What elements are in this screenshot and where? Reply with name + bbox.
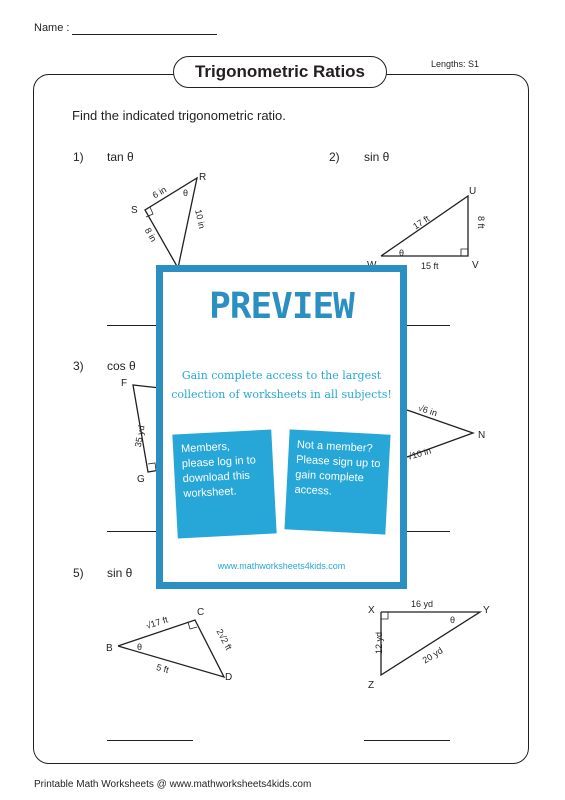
p5-vertex-c: C (197, 607, 204, 618)
p1-side-rt: 10 in (193, 208, 207, 229)
p1-angle: θ (183, 188, 188, 198)
problem-1-number: 1) (73, 150, 84, 164)
triangle-1 (144, 176, 198, 269)
p4-side-bottom: √10 in (406, 446, 432, 462)
triangle-3 (132, 384, 161, 473)
p2-side-uv: 8 ft (476, 216, 486, 229)
p4-side-top: √6 in (417, 403, 439, 419)
problem-5-number: 5) (73, 566, 84, 580)
problem-2-number: 2) (329, 150, 340, 164)
p6-vertex-x: X (368, 605, 375, 616)
answer-line-3[interactable] (107, 531, 193, 532)
p3-side-fg: 35 yd (133, 425, 147, 448)
p6-angle: θ (450, 615, 455, 625)
p3-vertex-f: F (121, 378, 127, 389)
p5-vertex-b: B (106, 643, 113, 654)
answer-line-1[interactable] (107, 325, 193, 326)
p2-vertex-v: V (472, 260, 479, 271)
answer-line-2[interactable] (364, 325, 450, 326)
p5-side-bd: 5 ft (155, 662, 170, 675)
triangle-4 (406, 409, 475, 458)
preview-url-link[interactable]: www.mathworksheets4kids.com (217, 561, 346, 571)
triangle-6 (380, 611, 483, 677)
instruction-text: Find the indicated trigonometric ratio. (72, 108, 286, 123)
p1-vertex-r: R (199, 172, 206, 183)
p2-angle: θ (399, 248, 404, 258)
answer-line-5[interactable] (107, 740, 193, 741)
answer-line-6[interactable] (364, 740, 450, 741)
p6-side-xy: 16 yd (411, 599, 433, 609)
p2-vertex-u: U (469, 186, 476, 197)
preview-title: PREVIEW (209, 286, 355, 327)
p2-side-wv: 15 ft (421, 261, 439, 271)
name-line[interactable] (72, 34, 217, 35)
signup-button[interactable]: Not a member? Please sign up to gain com… (284, 429, 391, 535)
triangle-2 (380, 194, 469, 257)
preview-subtitle-line1: Gain complete access to the largest (181, 369, 382, 382)
problem-3-function: cos θ (107, 359, 136, 373)
members-login-button[interactable]: Members, please log in to download this … (172, 429, 277, 539)
answer-line-4[interactable] (364, 531, 450, 532)
triangle-5 (117, 619, 226, 679)
worksheet-title: Trigonometric Ratios (173, 56, 387, 88)
p4-vertex-n: N (478, 430, 485, 441)
problem-2-function: sin θ (364, 150, 390, 164)
p6-vertex-z: Z (368, 680, 374, 691)
p6-side-xz: 12 yd (374, 632, 384, 654)
p1-vertex-s: S (131, 205, 138, 216)
p3-vertex-g: G (137, 474, 145, 485)
p5-angle: θ (137, 642, 142, 652)
p5-vertex-d: D (225, 672, 232, 683)
title-text: Trigonometric Ratios (194, 62, 366, 81)
problem-1-function: tan θ (107, 150, 134, 164)
problem-3-number: 3) (73, 359, 84, 373)
footer-text: Printable Math Worksheets @ www.mathwork… (34, 779, 312, 790)
problem-5-function: sin θ (107, 566, 133, 580)
p6-vertex-y: Y (483, 605, 490, 616)
p5-side-cd: 2√2 ft (214, 627, 234, 652)
lengths-label: Lengths: S1 (431, 59, 480, 69)
name-label: Name : (34, 22, 70, 34)
preview-subtitle-line2: collection of worksheets in all subjects… (171, 388, 392, 401)
p6-side-yz: 20 yd (421, 645, 445, 665)
p5-side-bc: √17 ft (145, 614, 170, 631)
